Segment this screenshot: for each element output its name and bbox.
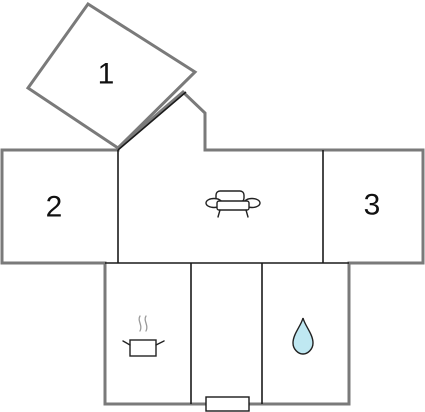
window-icon	[205, 396, 250, 412]
room-3[interactable]: 3	[364, 189, 381, 222]
sofa-icon	[205, 190, 261, 218]
room-3-label: 3	[364, 189, 381, 222]
main-block-outline	[0, 89, 425, 406]
room-2-label: 2	[46, 191, 63, 224]
main-block	[0, 89, 425, 406]
water-drop-icon	[292, 317, 314, 355]
inner-wall-diagonal	[117, 91, 187, 151]
room-1-label: 1	[98, 58, 115, 91]
room-2[interactable]: 2	[46, 191, 63, 224]
cooking-pot-icon	[122, 315, 165, 357]
